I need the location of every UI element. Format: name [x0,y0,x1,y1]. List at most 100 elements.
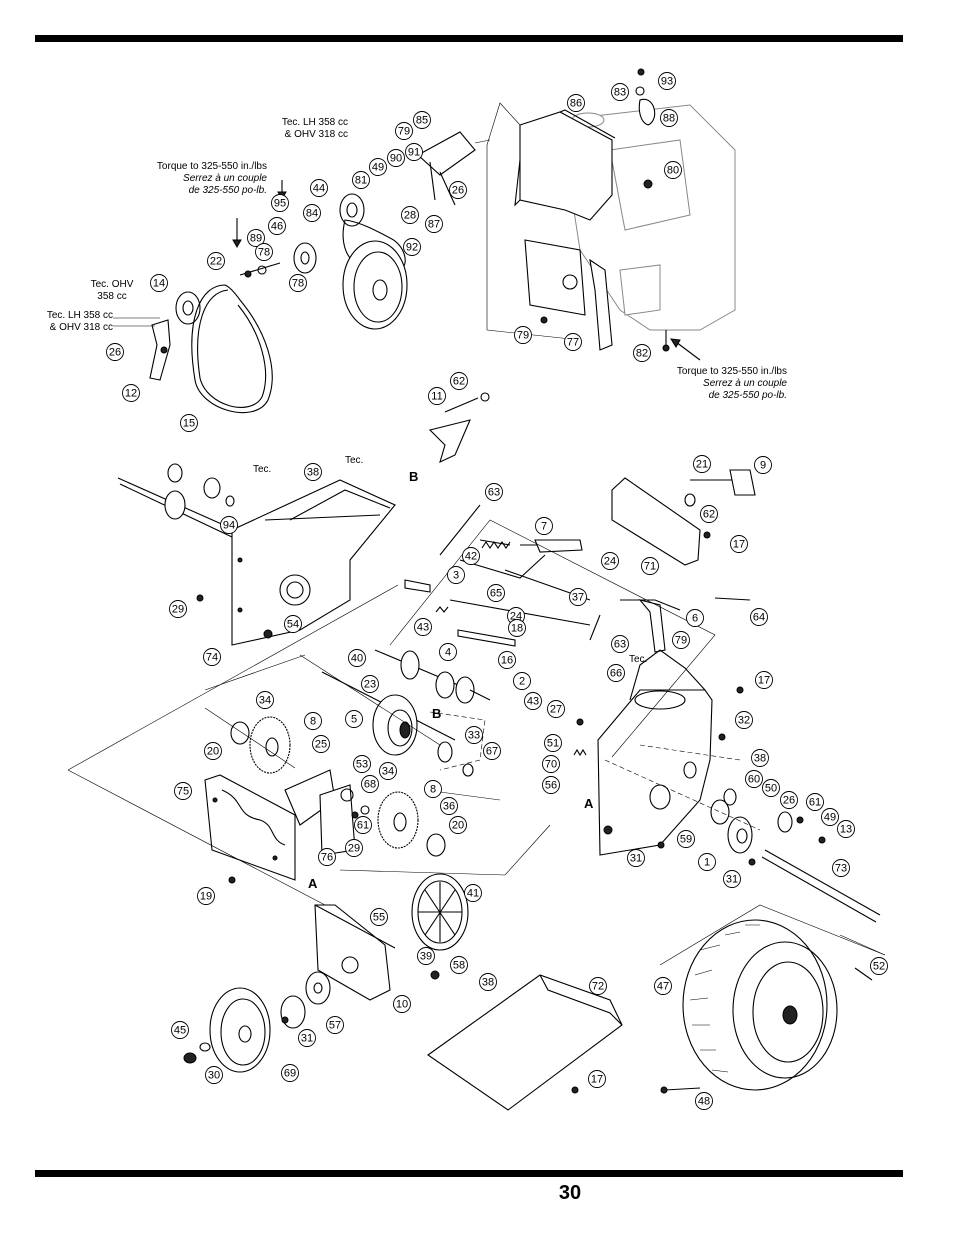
callout-number: 66 [610,668,622,680]
callout-number: 38 [307,467,319,479]
callout-circle [310,179,328,197]
callout-92: 92 [403,238,421,256]
callout-circle [832,859,850,877]
callout-circle [403,238,421,256]
callout-number: 59 [680,834,692,846]
callout-circle [348,649,366,667]
callout-number: 19 [200,891,212,903]
callout-circle [220,516,238,534]
callout-circle [369,158,387,176]
callout-circle [203,648,221,666]
callout-circle [542,776,560,794]
callout-49: 49 [821,808,839,826]
callout-circle [318,848,336,866]
bracket-71 [611,477,701,566]
callout-77: 77 [564,333,582,351]
callout-circle [255,243,273,261]
callout-circle [207,252,225,270]
idler-pulleys [149,193,365,381]
callout-circle [304,463,322,481]
callout-79: 79 [395,122,413,140]
callout-number: 64 [753,612,765,624]
callout-circle [544,734,562,752]
callout-circle [754,456,772,474]
callout-circle [462,547,480,565]
callout-circle [353,755,371,773]
callout-70: 70 [542,755,560,773]
callout-number: 52 [873,961,885,973]
callout-52: 52 [870,957,888,975]
callout-68: 68 [361,775,379,793]
bottom-rule [35,1170,903,1177]
callout-number: 77 [567,337,579,349]
callout-circle [174,782,192,800]
callout-number: 36 [443,801,455,813]
callout-number: 26 [109,347,121,359]
callout-26: 26 [106,343,124,361]
callout-number: 22 [210,256,222,268]
callout-circle [256,691,274,709]
callout-number: 29 [348,843,360,855]
callout-58: 58 [450,956,468,974]
callout-number: 8 [310,716,316,728]
callout-37: 37 [569,588,587,606]
callout-87: 87 [425,215,443,233]
guide-box-bracket [389,519,716,758]
left-frame-plate [204,774,296,881]
callout-circle [204,742,222,760]
callout-number: 69 [284,1068,296,1080]
callout-number: 45 [174,1025,186,1037]
callout-number: 7 [541,521,547,533]
callout-number: 41 [467,888,479,900]
note-tec-lh-ohv-top: Tec. LH 358 cc & OHV 318 cc [262,117,348,141]
callout-circle [465,726,483,744]
callout-circle [395,122,413,140]
callout-circle [312,735,330,753]
callout-circle [425,215,443,233]
note-line: Torque to 325-550 in./lbs [156,161,267,172]
callout-circle [487,584,505,602]
callout-circle [677,830,695,848]
callout-circle [424,780,442,798]
callout-number: 44 [313,183,325,195]
callout-circle [122,384,140,402]
callout-29: 29 [169,600,187,618]
callout-23: 23 [361,675,379,693]
callout-number: 46 [271,221,283,233]
friction-wheel [372,694,418,756]
callout-49: 49 [369,158,387,176]
callout-62: 62 [450,372,468,390]
engine-shroud [514,109,616,221]
ref-letter-b: B [409,469,418,484]
callout-circle [750,608,768,626]
callout-50: 50 [762,779,780,797]
callout-number: 85 [416,115,428,127]
callout-circle [281,1064,299,1082]
callout-circle [268,217,286,235]
callout-number: 60 [748,774,760,786]
callout-93: 93 [658,72,676,90]
callout-circle [780,791,798,809]
callout-circle [762,779,780,797]
callout-circle [379,762,397,780]
callout-circle [345,710,363,728]
callout-circle [514,326,532,344]
callout-number: 94 [223,520,235,532]
callout-number: 91 [408,147,420,159]
callout-61: 61 [354,816,372,834]
callout-number: 79 [517,330,529,342]
callout-number: 68 [364,779,376,791]
callout-number: 17 [591,1074,603,1086]
callout-51: 51 [544,734,562,752]
callout-25: 25 [312,735,330,753]
callout-number: 74 [206,652,218,664]
callout-number: 80 [667,165,679,177]
callout-number: 40 [351,653,363,665]
callout-number: 50 [765,783,777,795]
callout-number: 61 [809,797,821,809]
left-housing [231,479,396,646]
callout-circle [352,171,370,189]
callout-63: 63 [485,483,503,501]
callout-33: 33 [465,726,483,744]
